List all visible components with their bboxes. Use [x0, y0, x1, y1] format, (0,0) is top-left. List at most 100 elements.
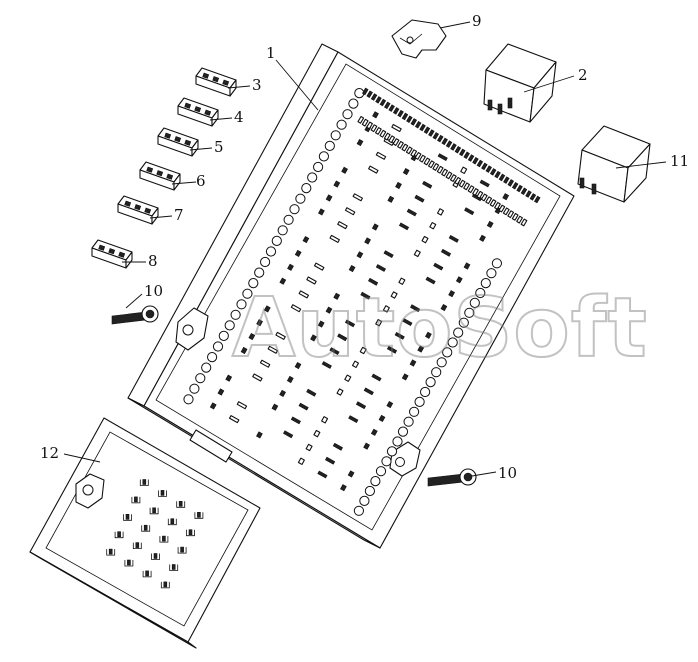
terminal-slot — [360, 291, 371, 300]
fuse-block-slot — [184, 139, 192, 146]
fuse-block-slot — [166, 173, 174, 180]
connector-pin — [507, 210, 515, 219]
fuse-block-slot — [124, 200, 132, 207]
connector-pin — [427, 160, 435, 169]
cover-slot-mark — [135, 542, 140, 548]
terminal-hole — [201, 362, 212, 373]
terminal-slot — [325, 306, 333, 314]
terminal-slot — [502, 193, 510, 201]
fuse-block — [177, 97, 219, 127]
cover-slot-mark — [108, 548, 113, 555]
terminal-slot — [228, 415, 240, 424]
terminal-slot — [348, 415, 359, 424]
terminal-slot — [332, 442, 343, 451]
connector-pin — [454, 145, 462, 154]
callout-labels: 1 2 3 4 5 6 7 8 9 10 10 11 12 — [40, 12, 689, 482]
terminal-slot — [371, 223, 379, 231]
cover-slot — [151, 553, 160, 560]
terminal-slot — [302, 236, 310, 244]
connector-pin — [419, 154, 426, 163]
callout-10-right: 10 — [498, 464, 517, 482]
callout-1: 1 — [266, 44, 276, 62]
connector-pin — [384, 101, 391, 110]
cover-slot-mark — [162, 535, 166, 542]
connector-pin — [445, 140, 453, 148]
cover-slot-mark — [152, 507, 156, 514]
fuse-block-slot — [184, 102, 192, 109]
connector-pin — [441, 168, 448, 177]
connector-pin — [397, 140, 404, 149]
terminal-slot — [355, 401, 367, 410]
connector-pin — [401, 112, 409, 121]
terminal-slot — [209, 402, 217, 410]
terminal-hole — [386, 446, 398, 457]
terminal-slot — [318, 208, 325, 216]
terminal-slot — [440, 248, 452, 257]
connector-pin — [388, 104, 395, 112]
connector-pin — [388, 135, 396, 144]
callout-3: 3 — [252, 76, 262, 94]
terminal-slot — [313, 262, 325, 271]
terminal-slot — [351, 360, 360, 369]
terminal-hole — [353, 505, 364, 516]
connector-pin — [414, 120, 422, 129]
callout-10-left: 10 — [144, 282, 163, 300]
terminal-slot — [375, 264, 386, 272]
connector-pin — [494, 201, 501, 210]
connector-pin — [463, 182, 470, 191]
connector-pin — [534, 195, 541, 204]
terminal-hole — [318, 151, 329, 162]
fuse-block-slot — [108, 248, 116, 255]
cover-slot-mark — [170, 518, 175, 525]
terminal-slot — [402, 318, 413, 327]
terminal-slot — [359, 346, 367, 355]
terminal-hole — [392, 436, 403, 447]
terminal-slot — [448, 290, 455, 298]
connector-pin — [489, 168, 497, 176]
fuse-block-side — [125, 251, 133, 269]
connector-pin — [520, 218, 528, 227]
terminal-hole — [491, 258, 502, 269]
connector-pin — [472, 188, 479, 196]
connector-pin — [511, 212, 519, 221]
fuse-block-slot — [212, 76, 220, 83]
terminal-hole — [301, 183, 312, 194]
terminal-slot — [325, 456, 336, 465]
connector-pin — [410, 118, 418, 126]
terminal-slot — [425, 331, 432, 339]
fuse-block — [117, 195, 159, 225]
terminal-hole — [469, 297, 480, 308]
terminal-hole — [283, 214, 294, 225]
terminal-slot — [236, 401, 248, 410]
fuse-block-slot — [146, 166, 154, 173]
connector-pin — [476, 190, 484, 199]
terminal-slot — [321, 361, 332, 369]
terminal-hole — [271, 235, 282, 246]
connector-pin — [379, 129, 387, 138]
connector-pin — [436, 165, 444, 174]
terminal-slot — [437, 153, 448, 162]
connector-pin — [357, 115, 365, 124]
cover-slot-pattern — [106, 479, 204, 589]
terminal-slot — [413, 249, 421, 258]
terminal-slot — [313, 429, 321, 438]
fuse-block-slot — [222, 79, 230, 86]
terminal-slot — [402, 168, 410, 176]
cover-slot — [106, 549, 116, 556]
connector-pin — [463, 151, 470, 159]
terminal-slot — [356, 251, 364, 259]
terminal-slot — [225, 374, 233, 382]
terminal-slot — [341, 166, 348, 174]
terminal-hole — [260, 256, 271, 268]
terminal-hole — [236, 299, 247, 310]
terminal-slot — [329, 347, 340, 356]
terminal-slot — [378, 414, 386, 422]
terminal-slot — [298, 402, 309, 411]
terminal-slot — [395, 181, 402, 190]
fuse-block-side — [151, 207, 159, 225]
cover-slot-mark — [171, 564, 176, 570]
terminal-hole — [295, 193, 306, 204]
terminal-slot — [398, 222, 410, 231]
connector-pin — [401, 143, 409, 152]
terminal-slot — [329, 234, 340, 243]
